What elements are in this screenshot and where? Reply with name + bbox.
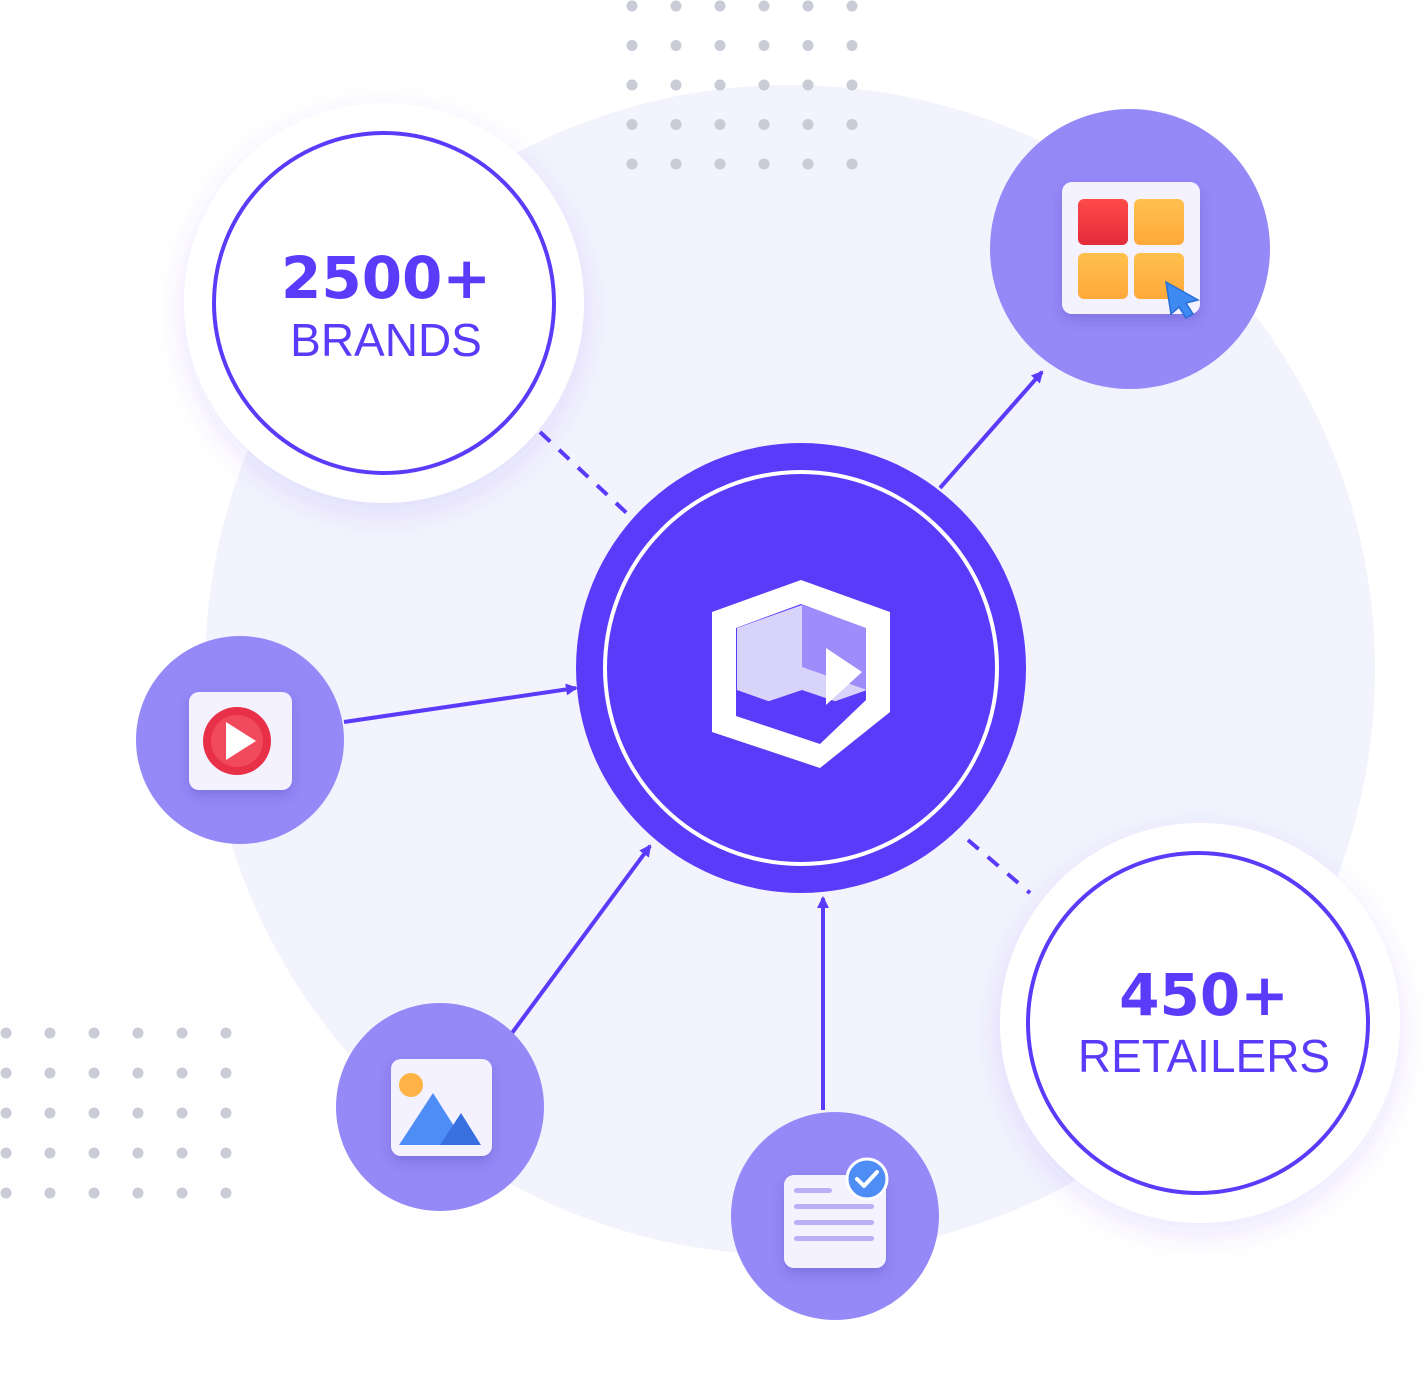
decorative-dot <box>88 1147 100 1159</box>
decorative-dot <box>0 1147 12 1159</box>
decorative-dot <box>88 1027 100 1039</box>
hub-node <box>576 443 1026 893</box>
decorative-dot <box>0 1067 12 1079</box>
decorative-dot <box>176 1107 188 1119</box>
decorative-dot <box>846 0 858 12</box>
decorative-dot <box>714 158 726 170</box>
brands-count: 2500+ <box>281 244 491 312</box>
decorative-dot <box>220 1107 232 1119</box>
arrow-hub-to-storefront <box>938 370 1044 490</box>
decorative-dot <box>758 0 770 12</box>
decorative-dot <box>802 0 814 12</box>
decorative-dot <box>132 1027 144 1039</box>
image-mountain-icon <box>391 1059 492 1156</box>
decorative-dot <box>670 158 682 170</box>
decorative-dot <box>220 1027 232 1039</box>
decorative-dot <box>626 40 638 51</box>
retailers-stat-circle: 450+ RETAILERS <box>1000 823 1400 1223</box>
decorative-dot <box>626 79 638 91</box>
decorative-dot <box>132 1107 144 1119</box>
decorative-dot <box>626 158 638 170</box>
app-grid-cursor-icon <box>1062 182 1201 320</box>
decorative-dot <box>670 79 682 91</box>
decorative-dot <box>802 79 814 91</box>
decorative-dot <box>714 0 726 12</box>
decorative-dot <box>88 1107 100 1119</box>
document-node <box>731 1112 939 1320</box>
decorative-dot <box>758 40 770 51</box>
retailers-label: RETAILERS <box>1078 1030 1330 1082</box>
connectors <box>343 370 1044 1110</box>
decorative-dot <box>626 0 638 12</box>
decorative-dot <box>176 1147 188 1159</box>
decorative-dot <box>132 1147 144 1159</box>
video-play-icon <box>189 692 292 790</box>
decorative-dot <box>44 1027 56 1039</box>
decorative-dot <box>846 40 858 51</box>
decorative-dot <box>714 40 726 51</box>
decorative-dot <box>670 0 682 12</box>
decorative-dot <box>758 158 770 170</box>
decorative-dot <box>176 1187 188 1199</box>
decorative-dot <box>802 119 814 130</box>
brands-label: BRANDS <box>290 314 482 366</box>
arrow-video-to-hub <box>343 683 578 724</box>
video-node <box>136 636 344 844</box>
decorative-dot <box>802 158 814 170</box>
decorative-dot <box>758 119 770 130</box>
decorative-dot <box>220 1067 232 1079</box>
storefront-node <box>990 109 1270 389</box>
decorative-dot <box>670 119 682 130</box>
decorative-dot <box>626 119 638 130</box>
decorative-dot <box>0 1027 12 1039</box>
decorative-dot <box>802 40 814 51</box>
retailers-count: 450+ <box>1119 961 1289 1029</box>
decorative-dot <box>132 1187 144 1199</box>
decorative-dot <box>846 119 858 130</box>
decorative-dot <box>220 1187 232 1199</box>
decorative-dot <box>88 1067 100 1079</box>
document-check-icon <box>784 1157 889 1268</box>
decorative-dot <box>44 1107 56 1119</box>
decorative-dot <box>846 158 858 170</box>
decorative-dot <box>670 40 682 51</box>
decorative-dot <box>846 79 858 91</box>
decorative-dot <box>44 1067 56 1079</box>
decorative-dot <box>220 1147 232 1159</box>
decorative-dot <box>714 119 726 130</box>
dot-grid-left <box>0 1027 232 1199</box>
decorative-dot <box>44 1147 56 1159</box>
image-node <box>336 1003 544 1211</box>
dashed-connector-retailers <box>966 838 1032 895</box>
arrow-image-to-hub <box>510 844 652 1035</box>
decorative-dot <box>176 1027 188 1039</box>
brands-stat-circle: 2500+ BRANDS <box>184 103 584 503</box>
decorative-dot <box>758 79 770 91</box>
decorative-dot <box>0 1107 12 1119</box>
decorative-dot <box>0 1187 12 1199</box>
play-box-logo-icon <box>712 580 890 768</box>
decorative-dot <box>132 1067 144 1079</box>
decorative-dot <box>176 1067 188 1079</box>
dashed-connector-brands <box>538 430 634 520</box>
decorative-dot <box>44 1187 56 1199</box>
dot-grid-top <box>626 0 858 170</box>
decorative-dot <box>88 1187 100 1199</box>
decorative-dot <box>714 79 726 91</box>
